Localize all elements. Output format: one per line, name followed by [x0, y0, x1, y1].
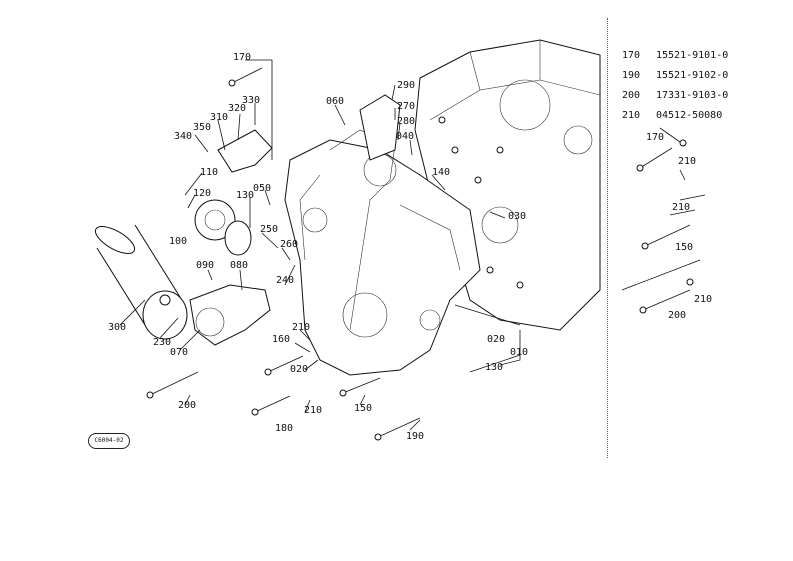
callout-200: 200 — [178, 400, 196, 411]
callout-210-right-c: 210 — [694, 294, 712, 305]
ref-number: 210 — [622, 110, 641, 121]
gear-case — [284, 129, 481, 376]
callout-120: 120 — [193, 188, 211, 199]
callout-240: 240 — [276, 275, 294, 286]
thermostat-housing — [217, 129, 273, 173]
callout-090: 090 — [196, 260, 214, 271]
callout-210-right-a: 210 — [678, 156, 696, 167]
callout-labels: 170 330 320 310 350 340 110 120 130 050 … — [108, 52, 712, 442]
bolts — [146, 67, 694, 441]
part-number: 17331-9103-0 — [656, 90, 729, 101]
ref-number: 200 — [622, 90, 641, 101]
part-number: 15521-9101-0 — [656, 50, 729, 61]
callout-020: 020 — [290, 364, 308, 375]
callout-210-right-b: 210 — [672, 202, 690, 213]
callout-210-lower: 210 — [304, 405, 322, 416]
callout-320: 320 — [228, 103, 246, 114]
parts-number-table: 170 15521-9101-0 190 15521-9102-0 200 17… — [622, 46, 787, 126]
callout-200-right: 200 — [668, 310, 686, 321]
callout-250: 250 — [260, 224, 278, 235]
callout-260: 260 — [280, 239, 298, 250]
callout-350: 350 — [193, 122, 211, 133]
ref-number: 170 — [622, 50, 641, 61]
parts-row: 200 17331-9103-0 — [622, 86, 787, 106]
callout-340: 340 — [174, 131, 192, 142]
part-number: 04512-50080 — [656, 110, 723, 121]
leader-lines — [119, 59, 706, 431]
callout-190: 190 — [406, 431, 424, 442]
callout-030: 030 — [508, 211, 526, 222]
callout-150-right: 150 — [675, 242, 693, 253]
callout-270: 270 — [397, 101, 415, 112]
parts-row: 190 15521-9102-0 — [622, 66, 787, 86]
callout-100: 100 — [169, 236, 187, 247]
callout-330: 330 — [242, 95, 260, 106]
callout-050: 050 — [253, 183, 271, 194]
callout-180: 180 — [275, 423, 293, 434]
callout-290: 290 — [397, 80, 415, 91]
callout-130-right: 130 — [485, 362, 503, 373]
callout-170-right: 170 — [646, 132, 664, 143]
parts-row: 210 04512-50080 — [622, 106, 787, 126]
callout-170: 170 — [233, 52, 251, 63]
ref-number: 190 — [622, 70, 641, 81]
callout-110: 110 — [200, 167, 218, 178]
callout-060: 060 — [326, 96, 344, 107]
callout-140: 140 — [432, 167, 450, 178]
callout-130: 130 — [236, 190, 254, 201]
callout-040: 040 — [396, 131, 414, 142]
callout-230: 230 — [153, 337, 171, 348]
callout-010: 010 — [510, 347, 528, 358]
callout-280: 280 — [397, 116, 415, 127]
callout-080: 080 — [230, 260, 248, 271]
oil-filter — [94, 224, 188, 340]
callout-300: 300 — [108, 322, 126, 333]
pump-cover — [194, 199, 252, 256]
filter-bracket — [189, 284, 271, 346]
figure-code-stamp: C6004-02 — [88, 433, 130, 449]
callout-020-right: 020 — [487, 334, 505, 345]
parts-row: 170 15521-9101-0 — [622, 46, 787, 66]
panel-divider — [607, 18, 608, 458]
callout-210: 210 — [292, 322, 310, 333]
part-number: 15521-9102-0 — [656, 70, 729, 81]
callout-310: 310 — [210, 112, 228, 123]
top-cover — [359, 94, 401, 161]
callout-160: 160 — [272, 334, 290, 345]
callout-150: 150 — [354, 403, 372, 414]
callout-070: 070 — [170, 347, 188, 358]
